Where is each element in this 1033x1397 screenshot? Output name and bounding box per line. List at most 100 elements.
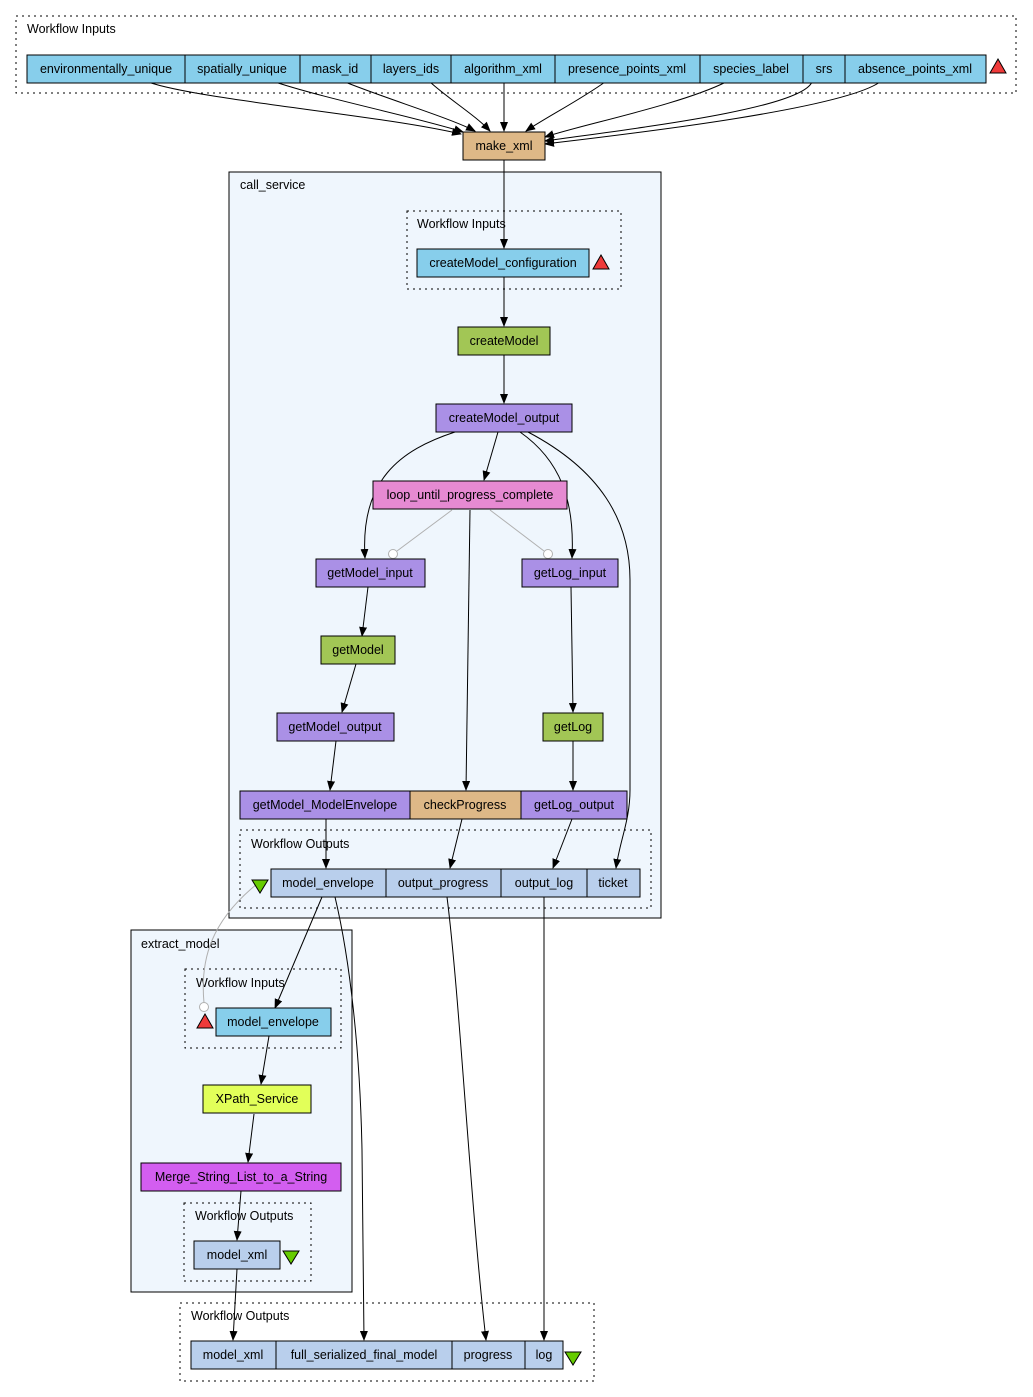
node-label: getModel_ModelEnvelope — [253, 798, 398, 812]
edge-srs-make_xml — [544, 81, 813, 144]
input-port-mask_id[interactable]: mask_id — [299, 54, 372, 84]
node-label: getModel — [332, 643, 383, 657]
edge-getLog_input-getLog — [568, 586, 577, 713]
node-label: species_label — [713, 62, 789, 76]
input-port-extract-model_envelope[interactable]: model_envelope — [215, 1007, 332, 1037]
extract-model-label: extract_model — [141, 937, 220, 951]
processor-getLog_output[interactable]: getLog_output — [520, 790, 628, 820]
node-label: getLog_output — [534, 798, 614, 812]
edge-spatially_unique-make_xml — [274, 81, 464, 134]
output-port-inner-model_xml[interactable]: model_xml — [193, 1240, 281, 1270]
input-port-absence_points_xml[interactable]: absence_points_xml — [844, 54, 987, 84]
input-marker-triangle-icon — [196, 1012, 214, 1029]
control-links — [199, 509, 553, 1012]
processor-XPath_Service[interactable]: XPath_Service — [202, 1084, 312, 1114]
node-label: XPath_Service — [216, 1092, 299, 1106]
processor-createModel_output[interactable]: createModel_output — [435, 403, 573, 433]
processor-checkProgress[interactable]: checkProgress — [409, 790, 522, 820]
edge-mask_id-make_xml — [344, 81, 476, 132]
node-label: createModel — [470, 334, 539, 348]
node-label: environmentally_unique — [40, 62, 172, 76]
node-label: layers_ids — [383, 62, 439, 76]
cluster-top-inputs-label: Workflow Inputs — [27, 22, 116, 36]
input-port-species_label[interactable]: species_label — [699, 54, 804, 84]
node-label: mask_id — [312, 62, 359, 76]
edge-getModel_input-getModel — [359, 586, 369, 637]
processor-getModel_ModelEnvelope[interactable]: getModel_ModelEnvelope — [239, 790, 411, 820]
output-marker-triangle-icon — [251, 879, 269, 894]
node-label: checkProgress — [424, 798, 507, 812]
cluster-bottom-outputs: Workflow Outputs — [179, 1302, 595, 1382]
output-port-output_log[interactable]: output_log — [500, 868, 588, 898]
edge-getModel_output-getModel_ModelEnvelope — [327, 740, 337, 791]
output-port-output_progress[interactable]: output_progress — [385, 868, 502, 898]
output-port-model_envelope[interactable]: model_envelope — [270, 868, 387, 898]
node-label: log — [536, 1348, 553, 1362]
output-port-full_serialized_final_model[interactable]: full_serialized_final_model — [275, 1340, 453, 1370]
control-loop-getModel_input — [396, 509, 453, 552]
input-port-environmentally_unique[interactable]: environmentally_unique — [26, 54, 186, 84]
processor-getModel_input[interactable]: getModel_input — [315, 558, 426, 588]
processor-createModel[interactable]: createModel — [457, 326, 551, 356]
edge-checkProgress-output_progress — [448, 818, 463, 869]
output-marker-triangle-icon — [282, 1250, 300, 1265]
cluster-top-inputs: Workflow Inputs — [15, 15, 1017, 94]
cluster-extract-model-outputs: Workflow Outputs — [183, 1202, 312, 1282]
input-port-spatially_unique[interactable]: spatially_unique — [184, 54, 301, 84]
processor-getModel_output[interactable]: getModel_output — [276, 712, 395, 742]
node-label: spatially_unique — [197, 62, 287, 76]
edge-createModel_output-ticket — [527, 431, 631, 869]
input-marker-triangle-icon — [592, 253, 610, 270]
edge-species_label-make_xml — [544, 81, 727, 138]
input-port-srs[interactable]: srs — [802, 54, 846, 84]
edge-inner_model_xml-model_xml — [229, 1268, 238, 1341]
edge-absence_points_xml-make_xml — [544, 81, 881, 147]
output-port-model_xml[interactable]: model_xml — [190, 1340, 277, 1370]
input-port-layers_ids[interactable]: layers_ids — [370, 54, 452, 84]
node-label: Merge_String_List_to_a_String — [155, 1170, 327, 1184]
extract-model-inputs-label: Workflow Inputs — [196, 976, 285, 990]
node-label: loop_until_progress_complete — [387, 488, 554, 502]
edge-getModel-getModel_output — [340, 663, 357, 713]
processor-getLog[interactable]: getLog — [542, 712, 604, 742]
processor-loop_until_progress_complete[interactable]: loop_until_progress_complete — [372, 480, 568, 510]
edge-output_progress-progress — [446, 896, 489, 1341]
output-port-ticket[interactable]: ticket — [586, 868, 641, 898]
input-port-presence_points_xml[interactable]: presence_points_xml — [554, 54, 701, 84]
input-ports-row: environmentally_unique spatially_unique … — [26, 54, 1007, 84]
node-label: getModel_output — [288, 720, 382, 734]
edge-in_model_envelope-XPath — [258, 1035, 270, 1085]
node-label: output_log — [515, 876, 573, 890]
node-label: getModel_input — [327, 566, 413, 580]
output-marker-triangle-icon — [564, 1351, 582, 1366]
node-label: model_xml — [203, 1348, 263, 1362]
edge-XPath-Merge — [245, 1113, 255, 1163]
processor-make_xml[interactable]: make_xml — [462, 131, 546, 161]
output-port-log[interactable]: log — [524, 1340, 564, 1370]
input-port-algorithm_xml[interactable]: algorithm_xml — [450, 54, 556, 84]
cluster-call-service-outputs: Workflow Outputs — [239, 829, 652, 909]
processor-getModel[interactable]: getModel — [320, 635, 396, 665]
node-label: model_envelope — [282, 876, 374, 890]
input-port-createModel_configuration[interactable]: createModel_configuration — [416, 248, 590, 278]
processor-getLog_input[interactable]: getLog_input — [521, 558, 619, 588]
node-label: model_xml — [207, 1248, 267, 1262]
call-service-inputs-label: Workflow Inputs — [417, 217, 506, 231]
edge-model_envelope-full_serialized — [334, 896, 368, 1341]
input-marker-triangle-icon — [989, 57, 1007, 74]
node-label: output_progress — [398, 876, 488, 890]
node-label: srs — [816, 62, 833, 76]
node-label: full_serialized_final_model — [291, 1348, 438, 1362]
processor-Merge_String_List_to_a_String[interactable]: Merge_String_List_to_a_String — [140, 1162, 342, 1192]
node-label: createModel_output — [449, 411, 560, 425]
node-label: ticket — [598, 876, 628, 890]
edge-createModel_output-loop — [482, 431, 499, 481]
extract-model-outputs-label: Workflow Outputs — [195, 1209, 293, 1223]
node-label: make_xml — [476, 139, 533, 153]
edge-getLog_output-output_log — [552, 818, 573, 869]
output-port-progress[interactable]: progress — [451, 1340, 526, 1370]
node-label: presence_points_xml — [568, 62, 686, 76]
edge-loop-checkProgress — [462, 509, 471, 791]
node-label: absence_points_xml — [858, 62, 972, 76]
